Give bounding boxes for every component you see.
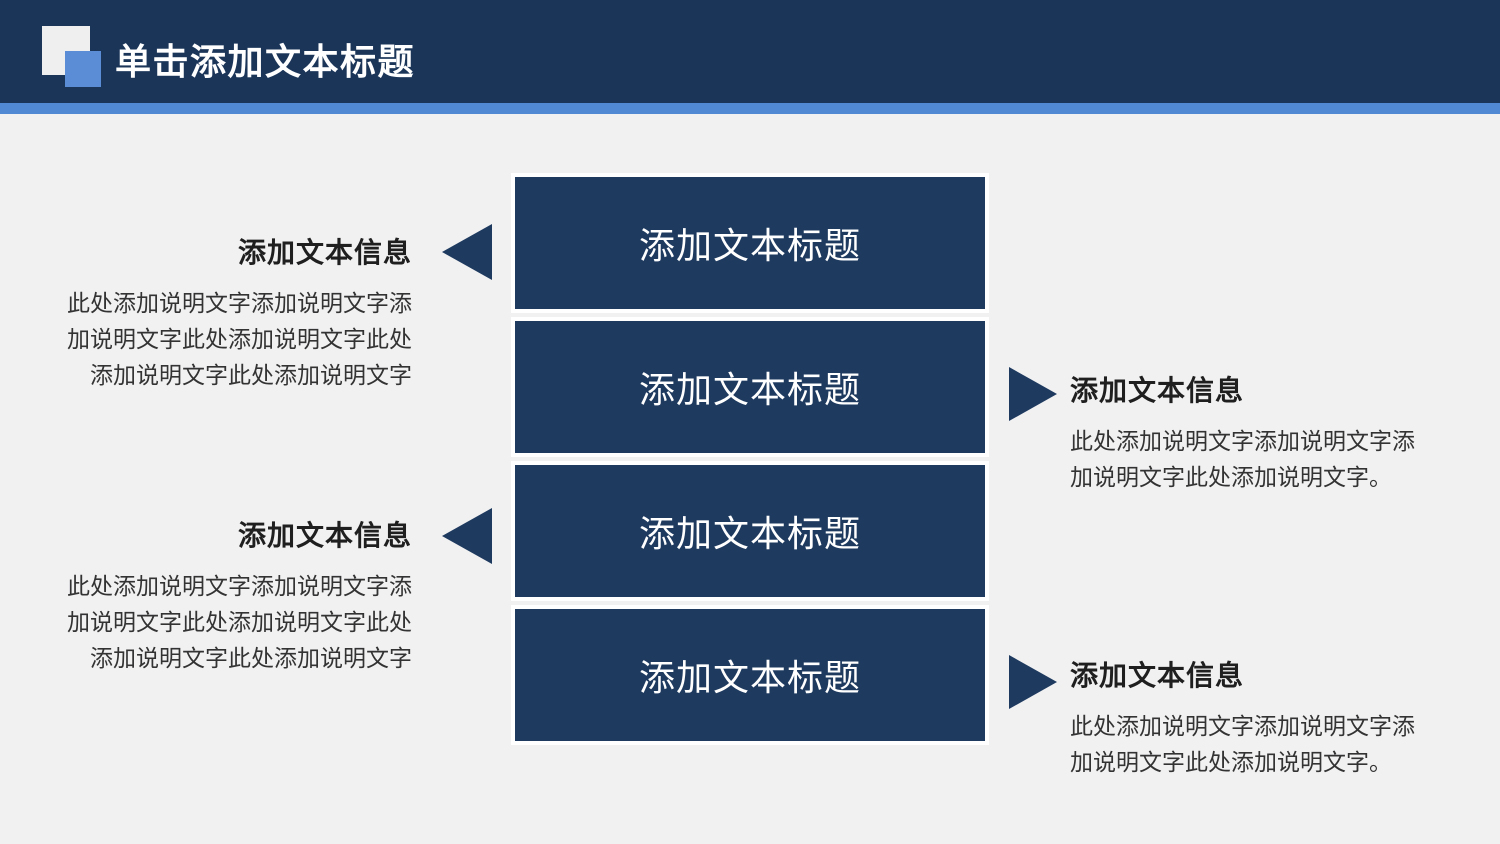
- info-body-line: 加说明文字此处添加说明文字此处: [67, 326, 412, 352]
- stack-box-title: 添加文本标题: [638, 513, 861, 554]
- info-body: 此处添加说明文字添加说明文字添 加说明文字此处添加说明文字此处 添加说明文字此处…: [60, 285, 412, 393]
- info-body-line: 加说明文字此处添加说明文字此处: [67, 609, 412, 635]
- stack-box-title: 添加文本标题: [638, 369, 861, 410]
- slide-title: 单击添加文本标题: [115, 41, 416, 82]
- info-block-right-1: 添加文本信息 此处添加说明文字添加说明文字添 加说明文字此处添加说明文字。: [1070, 374, 1450, 495]
- info-block-right-2: 添加文本信息 此处添加说明文字添加说明文字添 加说明文字此处添加说明文字。: [1070, 659, 1450, 780]
- stack-box-title: 添加文本标题: [638, 225, 861, 266]
- info-body-line: 加说明文字此处添加说明文字。: [1070, 749, 1392, 775]
- info-heading: 添加文本信息: [237, 520, 412, 551]
- info-heading: 添加文本信息: [1070, 660, 1245, 691]
- stack-box-1: 添加文本标题: [511, 173, 989, 313]
- info-body: 此处添加说明文字添加说明文字添 加说明文字此处添加说明文字。: [1070, 708, 1450, 780]
- accent-strip: [0, 103, 1500, 114]
- info-body-line: 添加说明文字此处添加说明文字: [90, 645, 412, 671]
- stack-box-3: 添加文本标题: [511, 461, 989, 601]
- info-body: 此处添加说明文字添加说明文字添 加说明文字此处添加说明文字。: [1070, 423, 1450, 495]
- header-bar: [0, 0, 1500, 103]
- info-body-line: 此处添加说明文字添加说明文字添: [1070, 428, 1415, 454]
- arrow-right-icon: [1009, 367, 1057, 421]
- info-heading: 添加文本信息: [1070, 375, 1245, 406]
- info-body-line: 加说明文字此处添加说明文字。: [1070, 464, 1392, 490]
- info-body-line: 此处添加说明文字添加说明文字添: [67, 290, 412, 316]
- arrow-left-icon: [442, 508, 492, 564]
- info-body-line: 此处添加说明文字添加说明文字添: [1070, 713, 1415, 739]
- info-heading: 添加文本信息: [237, 237, 412, 268]
- logo-blue-square-icon: [65, 51, 101, 87]
- arrow-right-icon: [1009, 655, 1057, 709]
- info-block-left-2: 添加文本信息 此处添加说明文字添加说明文字添 加说明文字此处添加说明文字此处 添…: [60, 519, 412, 676]
- stack-box-4: 添加文本标题: [511, 605, 989, 745]
- arrow-left-icon: [442, 224, 492, 280]
- info-block-left-1: 添加文本信息 此处添加说明文字添加说明文字添 加说明文字此处添加说明文字此处 添…: [60, 236, 412, 393]
- stack-box-title: 添加文本标题: [638, 657, 861, 698]
- info-body: 此处添加说明文字添加说明文字添 加说明文字此处添加说明文字此处 添加说明文字此处…: [60, 568, 412, 676]
- stack-box-2: 添加文本标题: [511, 317, 989, 457]
- box-stack: 添加文本标题 添加文本标题 添加文本标题 添加文本标题: [511, 173, 989, 749]
- info-body-line: 添加说明文字此处添加说明文字: [90, 362, 412, 388]
- info-body-line: 此处添加说明文字添加说明文字添: [67, 573, 412, 599]
